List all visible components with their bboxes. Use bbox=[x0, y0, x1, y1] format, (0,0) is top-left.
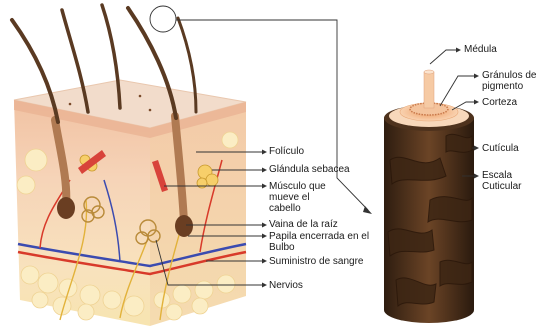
label-escala-cuticular: Escala Cuticular bbox=[482, 170, 537, 192]
medulla-core bbox=[424, 72, 434, 108]
medulla-top bbox=[424, 70, 434, 74]
label-glandula-sebacea: Glándula sebacea bbox=[269, 164, 350, 175]
label-nervios: Nervios bbox=[269, 280, 303, 291]
label-papila: Papila encerrada en el Bulbo bbox=[269, 231, 381, 253]
hair-shaft-cross-section bbox=[384, 70, 474, 323]
zoom-circle bbox=[150, 6, 176, 32]
label-granulos-pigmento: Gránulos de pigmento bbox=[482, 70, 542, 92]
label-foliculo: Folículo bbox=[269, 146, 304, 157]
skin-cross-section bbox=[12, 5, 246, 326]
label-suministro-sangre: Suministro de sangre bbox=[269, 256, 364, 267]
label-corteza: Corteza bbox=[482, 97, 517, 108]
label-cuticula: Cutícula bbox=[482, 143, 519, 154]
label-medula: Médula bbox=[464, 44, 497, 55]
label-musculo: Músculo que mueve el cabello bbox=[269, 181, 341, 214]
leader-medula bbox=[430, 50, 456, 64]
label-vaina-raiz: Vaina de la raíz bbox=[269, 219, 338, 230]
leader-granulos bbox=[440, 76, 474, 106]
